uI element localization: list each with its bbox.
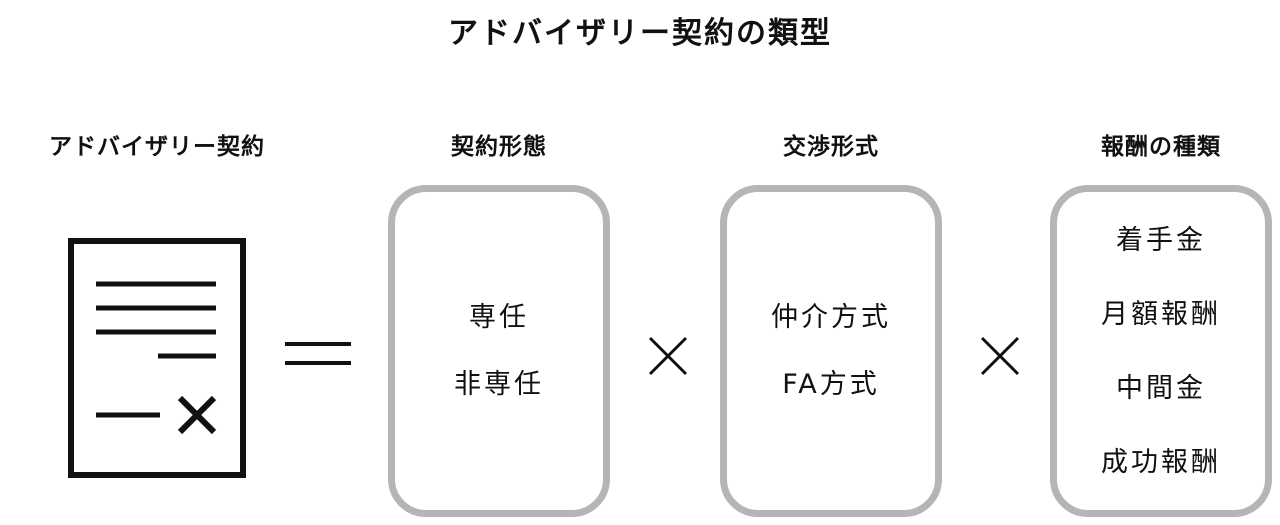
- negotiation-format-item: 仲介方式: [771, 302, 891, 333]
- contract-form-item: 非専任: [454, 369, 544, 400]
- contract-label: アドバイザリー契約: [49, 134, 265, 160]
- multiply-icon: [980, 336, 1020, 376]
- fee-type-item: 着手金: [1116, 224, 1206, 256]
- negotiation-format-label: 交渉形式: [783, 134, 879, 160]
- contract-form-card: 専任 非専任: [388, 185, 610, 517]
- fee-type-item: 月額報酬: [1101, 298, 1221, 330]
- multiply-icon: [648, 336, 688, 376]
- fee-types-label: 報酬の種類: [1101, 134, 1221, 160]
- diagram-title: アドバイザリー契約の類型: [448, 16, 832, 51]
- equals-icon: [285, 342, 351, 365]
- document-icon: [68, 238, 246, 478]
- negotiation-format-item: FA方式: [782, 369, 880, 400]
- fee-types-card: 着手金 月額報酬 中間金 成功報酬: [1050, 185, 1272, 517]
- contract-form-label: 契約形態: [451, 134, 547, 160]
- contract-form-item: 専任: [469, 302, 529, 333]
- fee-type-item: 中間金: [1116, 372, 1206, 404]
- fee-type-item: 成功報酬: [1101, 446, 1221, 478]
- negotiation-format-card: 仲介方式 FA方式: [720, 185, 942, 517]
